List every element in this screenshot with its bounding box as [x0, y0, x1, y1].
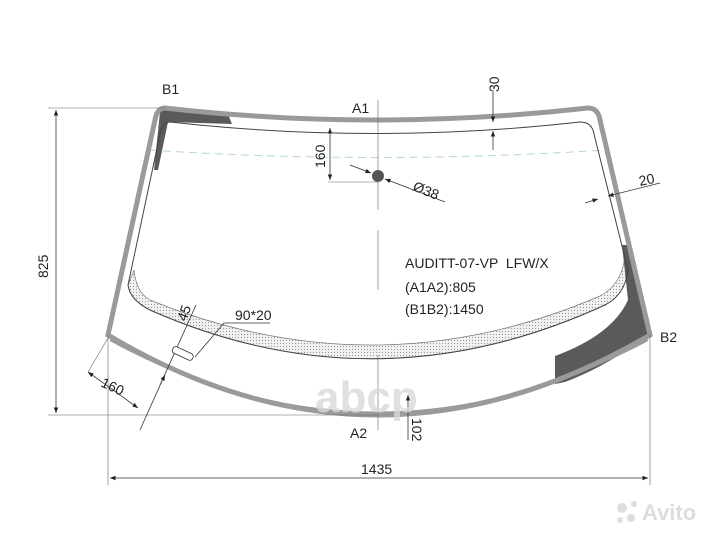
avito-logo: Avito — [617, 500, 696, 525]
inner-edge — [127, 121, 629, 360]
abcp-watermark: abcp — [315, 373, 418, 422]
spec-a1a2: (A1A2):805 — [405, 279, 476, 295]
dim-mirror-offset: 160 — [312, 144, 328, 168]
dim-bottom-band: 102 — [409, 418, 425, 442]
mirror-mount-dot — [372, 170, 384, 182]
dim-slot-offset: 45 — [174, 303, 194, 323]
dim-top-band: 30 — [486, 76, 502, 92]
dim-side-band: 20 — [637, 170, 656, 189]
label-b2: B2 — [660, 329, 677, 345]
svg-text:Avito: Avito — [642, 500, 696, 525]
glass-outline — [105, 105, 653, 418]
shade-band-line — [149, 149, 606, 158]
spec-b1b2: (B1B2):1450 — [405, 301, 484, 317]
label-a1: A1 — [352, 100, 369, 116]
label-b1: B1 — [162, 81, 179, 97]
dim-slot-size: 90*20 — [235, 307, 272, 323]
bottom-band-line — [109, 339, 649, 414]
label-a2: A2 — [350, 425, 367, 441]
dim-width: 1435 — [361, 461, 392, 477]
sensor-slot — [171, 346, 194, 361]
dim-height: 825 — [35, 254, 51, 278]
part-code: AUDITT-07-VP LFW/X — [405, 255, 549, 271]
dark-patch-top-left — [154, 106, 232, 170]
dim-bottom-left: 160 — [99, 374, 127, 398]
